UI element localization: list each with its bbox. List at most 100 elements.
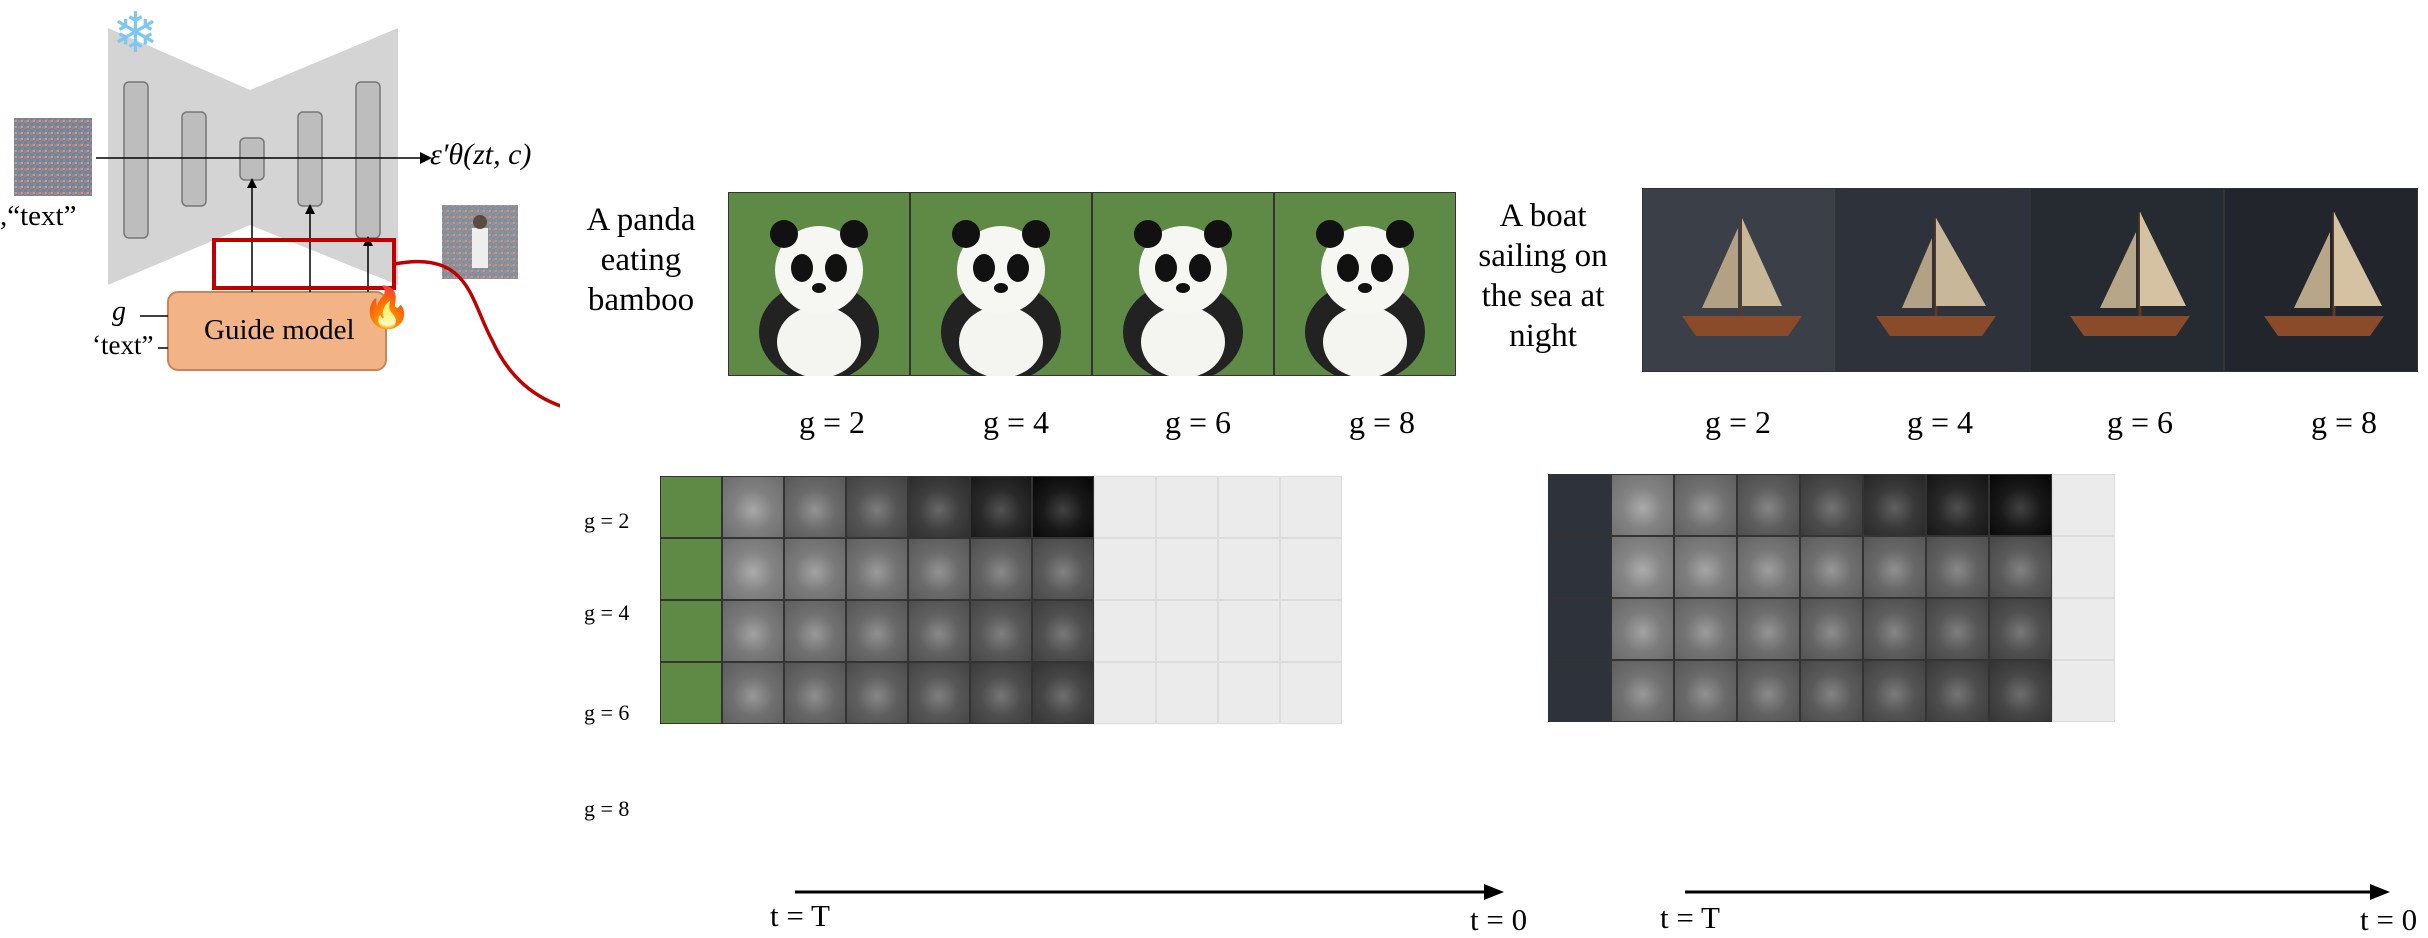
feature-map bbox=[1800, 598, 1863, 660]
feature-map-faded bbox=[2052, 660, 2115, 722]
feature-map-faded bbox=[1218, 538, 1280, 600]
boat-image bbox=[2030, 188, 2224, 372]
source-thumbnail bbox=[660, 600, 722, 662]
feature-map bbox=[1737, 474, 1800, 536]
source-thumbnail bbox=[1548, 660, 1611, 722]
feature-map bbox=[908, 476, 970, 538]
panda-feature-grid bbox=[660, 476, 1352, 856]
feature-map bbox=[1926, 660, 1989, 722]
text-input-label-2: ‘text” bbox=[92, 330, 154, 360]
panda-g-label: g = 4 bbox=[982, 404, 1050, 440]
boat-caption-line: the sea at bbox=[1481, 278, 1605, 314]
row-label: g = 8 bbox=[584, 796, 630, 821]
epsilon-label: ε′θ(zt, c) bbox=[430, 138, 532, 171]
feature-map bbox=[1863, 598, 1926, 660]
feature-map-faded bbox=[1280, 538, 1342, 600]
boat-g-label: g = 8 bbox=[2310, 404, 2378, 440]
feature-map-faded bbox=[1218, 662, 1280, 724]
feature-map bbox=[1800, 536, 1863, 598]
boat-feature-grid bbox=[1548, 474, 2428, 856]
feature-map bbox=[722, 476, 784, 538]
feature-map-faded bbox=[1094, 600, 1156, 662]
feature-map bbox=[970, 600, 1032, 662]
feature-map-faded bbox=[1280, 476, 1342, 538]
guide-model-label: Guide model bbox=[204, 314, 355, 346]
snowflake-icon: ❄ bbox=[112, 3, 159, 65]
panda-caption: A panda eating bamboo bbox=[566, 200, 716, 320]
feature-map bbox=[1674, 660, 1737, 722]
row-label: g = 4 bbox=[584, 600, 630, 625]
unet-block bbox=[123, 81, 149, 239]
fire-icon: 🔥 bbox=[362, 285, 412, 330]
axis-start-label: t = T bbox=[1660, 900, 1720, 935]
source-thumbnail bbox=[660, 662, 722, 724]
feature-map bbox=[908, 600, 970, 662]
boat-caption-line: sailing on bbox=[1478, 238, 1608, 274]
feature-map-faded bbox=[1156, 476, 1218, 538]
feature-map bbox=[1863, 474, 1926, 536]
architecture-diagram bbox=[14, 28, 560, 408]
g-input-label: g bbox=[112, 296, 126, 327]
feature-map bbox=[1926, 536, 1989, 598]
feature-map bbox=[722, 538, 784, 600]
source-thumbnail bbox=[660, 538, 722, 600]
row-label: g = 6 bbox=[584, 700, 630, 725]
feature-map bbox=[970, 662, 1032, 724]
feature-map-faded bbox=[2052, 536, 2115, 598]
feature-map bbox=[784, 476, 846, 538]
feature-map bbox=[784, 600, 846, 662]
feature-map-faded bbox=[1156, 662, 1218, 724]
feature-map bbox=[908, 662, 970, 724]
time-axis-right bbox=[1685, 884, 2390, 900]
boat-figure bbox=[1682, 218, 1802, 336]
feature-map bbox=[1032, 662, 1094, 724]
boat-g-label: g = 6 bbox=[2106, 404, 2174, 440]
boat-figures bbox=[1682, 212, 2384, 336]
feature-map bbox=[846, 600, 908, 662]
feature-map-faded bbox=[1218, 600, 1280, 662]
feature-map bbox=[1989, 474, 2052, 536]
feature-map-faded bbox=[1094, 538, 1156, 600]
feature-map bbox=[1989, 536, 2052, 598]
panda-figure bbox=[759, 220, 879, 376]
feature-map bbox=[1611, 536, 1674, 598]
feature-map-faded bbox=[1094, 476, 1156, 538]
panda-figure bbox=[1123, 220, 1243, 376]
feature-map bbox=[846, 662, 908, 724]
feature-map bbox=[1674, 474, 1737, 536]
panda-caption-line: bamboo bbox=[587, 282, 695, 318]
feature-map-faded bbox=[1094, 662, 1156, 724]
feature-map-faded bbox=[2052, 598, 2115, 660]
feature-map bbox=[1737, 598, 1800, 660]
feature-map bbox=[1989, 598, 2052, 660]
feature-map bbox=[970, 476, 1032, 538]
panda-figure bbox=[941, 220, 1061, 376]
axis-end-label: t = 0 bbox=[2360, 902, 2418, 937]
feature-map bbox=[1032, 538, 1094, 600]
feature-map-faded bbox=[1218, 476, 1280, 538]
feature-map bbox=[784, 662, 846, 724]
boat-g-label: g = 2 bbox=[1704, 404, 1772, 440]
feature-map-faded bbox=[2052, 474, 2115, 536]
panda-g-label: g = 6 bbox=[1164, 404, 1232, 440]
feature-map bbox=[1611, 598, 1674, 660]
guide-model-box bbox=[167, 291, 387, 371]
feature-map bbox=[1863, 660, 1926, 722]
feature-map bbox=[1611, 474, 1674, 536]
unet-block bbox=[239, 137, 265, 181]
feature-map bbox=[1737, 536, 1800, 598]
feature-map bbox=[1737, 660, 1800, 722]
boat-caption-line: A boat bbox=[1499, 198, 1587, 234]
row-label: g = 2 bbox=[584, 508, 630, 533]
feature-map bbox=[1032, 476, 1094, 538]
source-thumbnail bbox=[1548, 474, 1611, 536]
boat-figure bbox=[2070, 212, 2190, 336]
panda-g-label: g = 8 bbox=[1348, 404, 1416, 440]
feature-map bbox=[1863, 536, 1926, 598]
axis-end-label: t = 0 bbox=[1470, 902, 1528, 937]
feature-map bbox=[1800, 660, 1863, 722]
panda-g-label: g = 2 bbox=[798, 404, 866, 440]
unet-block bbox=[181, 111, 207, 207]
text-input-label: ,“text” bbox=[0, 200, 77, 232]
feature-map bbox=[970, 538, 1032, 600]
